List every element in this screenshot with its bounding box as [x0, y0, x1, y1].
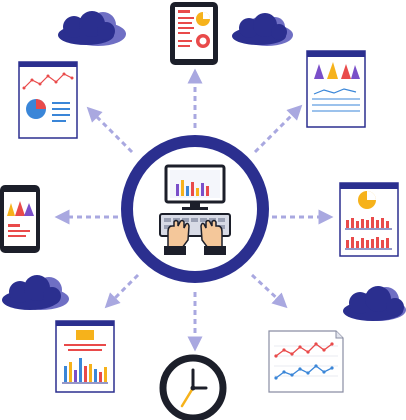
computer-hub [121, 135, 269, 283]
monitor-bar-chart [176, 180, 209, 196]
column-chart-report [306, 50, 366, 128]
tablet-dashboard [170, 2, 218, 65]
line-graph-sheet [268, 330, 344, 393]
phone-chart [0, 185, 40, 253]
line-and-pie-report [18, 61, 78, 139]
hands [164, 219, 226, 255]
connector-arrows [54, 68, 334, 352]
cloud-icon [2, 275, 69, 310]
cloud-icon [343, 286, 406, 321]
bar-chart-report [55, 320, 115, 393]
cloud-icon [58, 11, 126, 46]
clock-icon [159, 354, 227, 420]
bar-chart-report [339, 182, 399, 257]
cloud-icon [232, 13, 293, 46]
